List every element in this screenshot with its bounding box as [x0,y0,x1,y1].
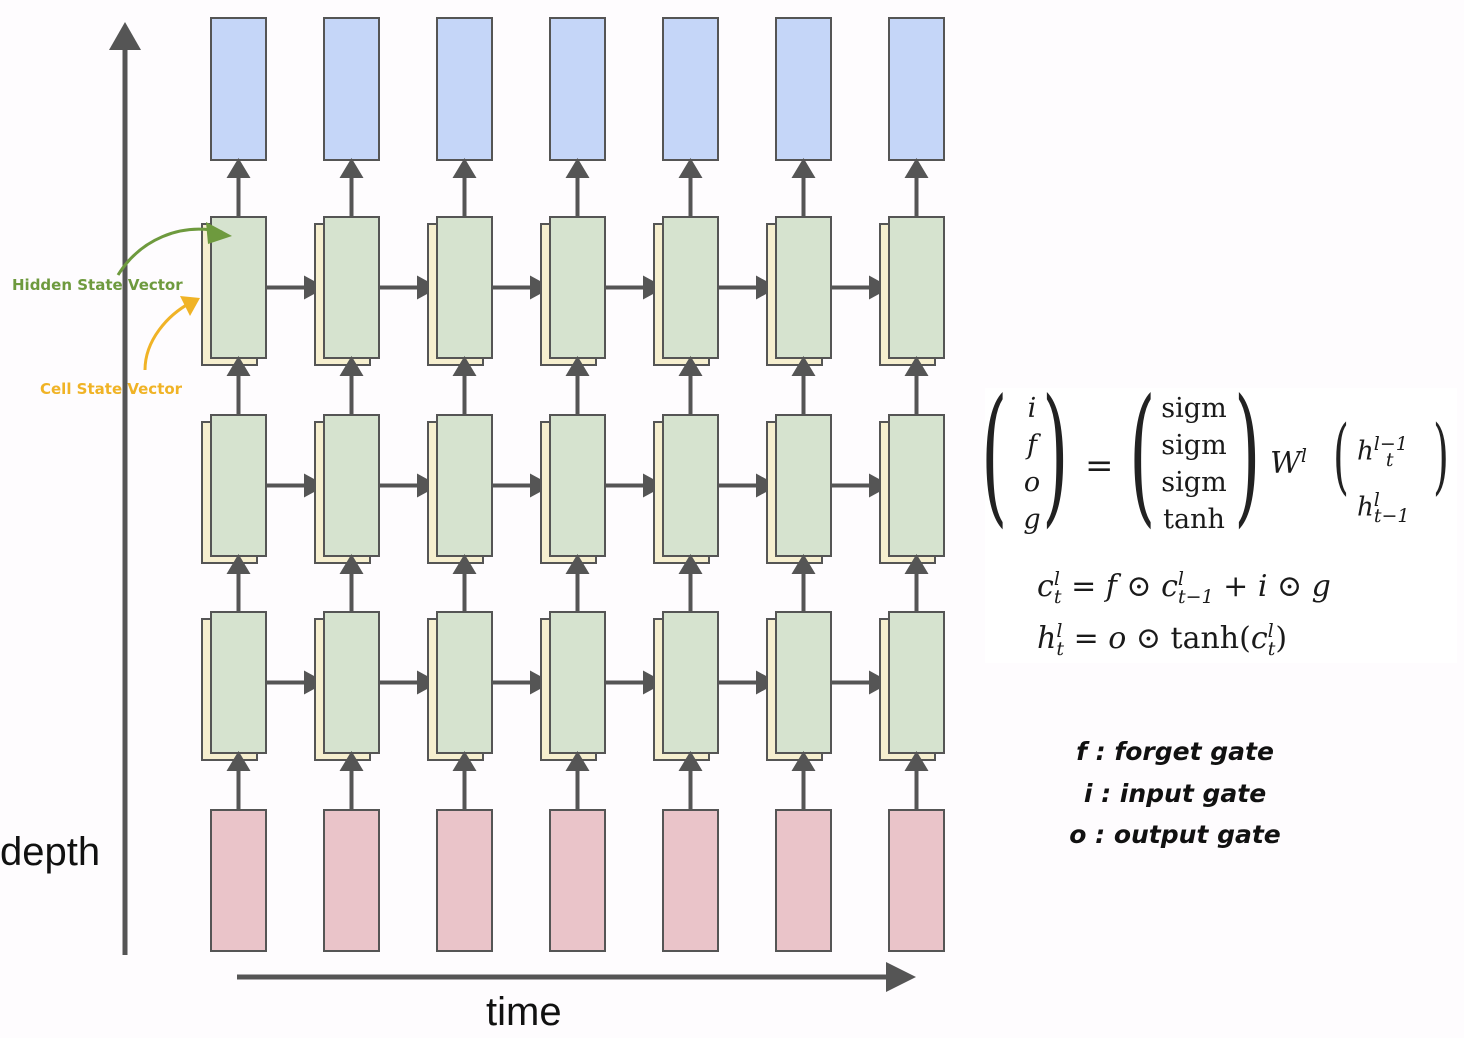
vertical-arrow-head [339,751,364,771]
hidden-state-callout-arrowhead [206,222,232,244]
vertical-arrow-head [791,554,816,574]
input-box [210,809,267,952]
activation-f: sigm [1161,430,1227,461]
legend-output-gate: o : output gate [1069,820,1281,849]
output-box [662,17,719,161]
activation-g: tanh [1163,504,1225,535]
vertical-arrow-head [904,158,929,178]
vertical-arrow-head [904,751,929,771]
hidden-state-callout: Hidden State Vector [12,276,183,294]
vertical-arrow-head [226,751,251,771]
vertical-arrow-head [791,751,816,771]
hidden-update-equation: hlt = o ⊙ tanh(clt) [1037,620,1288,660]
depth-axis-label: depth [0,830,101,874]
hidden-state-box [775,414,832,557]
vertical-arrow-head [452,751,477,771]
vertical-arrow-head [226,554,251,574]
lstm-equations-panel: ( i f o g ) = ( sigm sigm sigm tanh ) Wl… [981,380,1457,663]
time-axis-label: time [486,990,562,1034]
h-prev-layer: hl−1t [1357,433,1408,471]
vertical-arrow-head [678,158,703,178]
hidden-state-box [436,611,493,754]
vertical-arrow-head [678,554,703,574]
hidden-state-box [549,414,606,557]
cell-state-callout: Cell State Vector [40,380,183,398]
input-box [888,809,945,952]
h-prev-time: hlt−1 [1357,488,1410,527]
hidden-state-box [323,216,380,359]
output-box [775,17,832,161]
activation-i: sigm [1161,393,1227,424]
hidden-state-box [549,611,606,754]
cell-state-callout-arrowhead [180,296,200,316]
right-paren-h: ) [1433,409,1449,504]
left-paren-h: ( [1333,409,1349,504]
right-paren-activations: ) [1234,368,1261,542]
cell-update-equation: clt = f ⊙ clt−1 + i ⊙ g [1037,568,1331,608]
vertical-arrow-head [565,554,590,574]
hidden-state-box [323,414,380,557]
gate-o: o [1023,467,1041,498]
activation-o: sigm [1161,467,1227,498]
cell-state-callout-arrow [143,301,191,371]
vertical-arrow-head [904,356,929,376]
hidden-state-box [888,611,945,754]
vertical-arrow-head [226,356,251,376]
vertical-arrow-head [452,356,477,376]
depth-axis-arrowhead [109,22,141,50]
legend-input-gate: i : input gate [1083,779,1267,808]
gate-vector: i f o g [1018,390,1046,538]
hidden-state-box [436,216,493,359]
output-box [436,17,493,161]
left-paren-gates: ( [981,368,1008,542]
gate-f: f [1027,430,1037,461]
vertical-arrow-head [339,158,364,178]
h-vector: hl−1t hlt−1 [1357,424,1409,536]
equals-sign: = [1085,446,1114,486]
hidden-state-box [662,216,719,359]
legend-forget-gate: f : forget gate [1076,737,1274,766]
output-box [210,17,267,161]
output-box [323,17,380,161]
vertical-arrow-head [339,356,364,376]
vertical-arrow-head [678,356,703,376]
hidden-state-box [436,414,493,557]
hidden-state-box [775,216,832,359]
vertical-arrow-head [339,554,364,574]
input-box [323,809,380,952]
time-axis-arrowhead [886,962,916,992]
activation-vector: sigm sigm sigm tanh [1151,390,1237,538]
vertical-arrow-head [452,158,477,178]
input-box [549,809,606,952]
hidden-state-box [210,414,267,557]
hidden-state-box [662,414,719,557]
hidden-state-box [775,611,832,754]
output-box [549,17,606,161]
input-box [662,809,719,952]
input-box [775,809,832,952]
hidden-state-box [549,216,606,359]
hidden-state-box [888,414,945,557]
gate-g: g [1023,504,1041,535]
gate-i: i [1027,393,1037,424]
right-paren-gates: ) [1042,368,1069,542]
vertical-arrow-head [904,554,929,574]
weight-matrix: Wl [1270,445,1307,481]
vertical-arrow-head [565,751,590,771]
left-paren-activations: ( [1129,368,1156,542]
hidden-state-box [323,611,380,754]
hidden-state-box [662,611,719,754]
vertical-arrow-head [226,158,251,178]
vertical-arrow-head [452,554,477,574]
output-box [888,17,945,161]
vertical-arrow-head [565,158,590,178]
vertical-arrow-head [565,356,590,376]
vertical-arrow-head [791,356,816,376]
vertical-arrow-head [791,158,816,178]
hidden-state-box [210,611,267,754]
hidden-state-box [888,216,945,359]
input-box [436,809,493,952]
vertical-arrow-head [678,751,703,771]
